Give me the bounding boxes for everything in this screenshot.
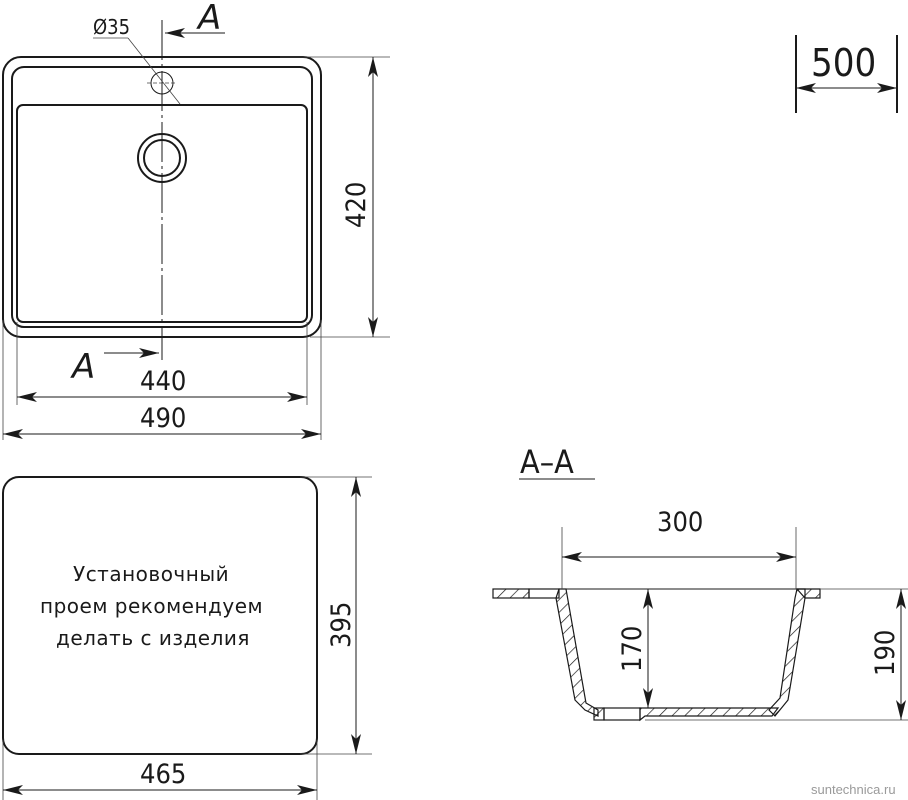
tap-hole (147, 71, 177, 95)
hole-diameter-label: Ø35 (93, 15, 130, 39)
cutout-dim-width-label: 465 (140, 759, 186, 790)
cutout-dim-width: 465 (3, 759, 317, 795)
dim-height: 420 (341, 57, 378, 337)
section-letter-top: A (196, 0, 221, 38)
section-marker-bottom: A (70, 347, 159, 387)
watermark: suntechnica.ru (811, 782, 896, 797)
cutout-note-line-2: проем рекомендуем (40, 594, 263, 618)
cutout-note-line-1: Установочный (73, 562, 229, 586)
cutout-dim-height: 395 (326, 477, 361, 754)
section-dim-total-depth: 190 (870, 589, 906, 720)
section-dim-bowl-depth-label: 170 (617, 626, 648, 672)
cutout-template: Установочный проем рекомендуем делать с … (2, 476, 372, 800)
cabinet-width-dimension: 500 (795, 35, 898, 113)
section-dim-total-depth-label: 190 (870, 630, 901, 676)
section-letter-bottom: A (70, 347, 95, 387)
dim-height-label: 420 (341, 182, 372, 228)
hole-diameter-callout: Ø35 (93, 15, 181, 105)
section-right-wall (768, 588, 806, 717)
dim-outer-width: 490 (3, 403, 321, 439)
section-marker-top: A (165, 0, 225, 38)
section-dim-bowl-depth: 170 (617, 589, 653, 708)
dim-outer-width-label: 490 (140, 403, 186, 434)
dim-inner-width-label: 440 (140, 366, 186, 397)
cutout-dim-height-label: 395 (326, 602, 357, 648)
section-dim-bowl-width: 300 (562, 507, 796, 562)
cutout-outline (2, 476, 318, 755)
cabinet-width-label: 500 (811, 41, 876, 85)
section-view: A–A 300 170 190 (492, 443, 908, 722)
drain-icon (137, 133, 187, 183)
dim-inner-width: 440 (17, 366, 307, 402)
section-title: A–A (520, 443, 574, 481)
section-left-wall (555, 588, 599, 717)
cutout-note-line-3: делать с изделия (56, 626, 250, 650)
sink-top-view: Ø35 A A 440 490 420 (2, 0, 390, 440)
section-dim-bowl-width-label: 300 (657, 507, 703, 538)
